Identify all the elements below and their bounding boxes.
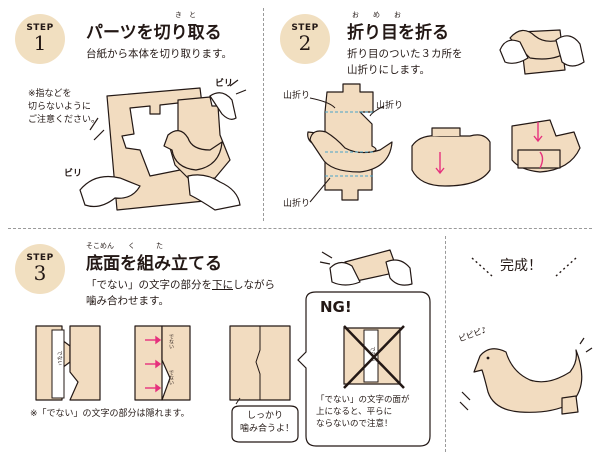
step1-note-line: ※指などを	[28, 89, 72, 99]
step1-ruby: き と	[175, 11, 196, 19]
step1-sfx-rip-top: ビリ	[215, 79, 234, 89]
complete-bird	[473, 348, 583, 413]
step3-ng-tab	[363, 329, 379, 383]
step1-left-hand	[79, 175, 141, 208]
step2-desc-line: 山折りにします。	[347, 64, 430, 76]
step1-note-line: ご注意ください。	[28, 115, 101, 125]
step3-bubble-tick	[235, 397, 241, 405]
step2-right-hand	[555, 35, 585, 67]
step1-note-line: 切らないように	[28, 102, 91, 112]
step3-panel2-tab-text: でない	[168, 370, 174, 385]
step2-pointer-line	[309, 177, 331, 203]
divider-vertical-top	[263, 8, 264, 221]
step3-panel1-tab-text: でない	[56, 350, 63, 365]
step3-ng-note: 「でない」の文字の面が 上になると、平らに ならないので注意！	[316, 394, 410, 430]
step2-fold-label-2: 山折り	[376, 101, 404, 111]
step2-ruby: お め お	[352, 11, 401, 19]
step2-desc-line: 折り目のついた３カ所を	[347, 48, 463, 60]
step3-title: 底面を組み立てる	[86, 254, 222, 274]
step2-badge-number: 2	[298, 31, 312, 55]
step3-panel1-right	[69, 325, 101, 401]
step2-pointer-line	[309, 97, 336, 109]
step3-ruby: そこめん く た	[86, 242, 163, 250]
step3-badge: STEP 3	[15, 244, 65, 294]
divider-horizontal	[8, 228, 592, 229]
step1-motion-lines	[229, 79, 239, 87]
step2-right-base	[517, 149, 561, 169]
step1-sfx-rip-bottom: ビリ	[64, 169, 83, 179]
step3-ng-note-line: 「でない」の文字の面が	[316, 395, 410, 405]
step3-desc-line-2: 噛み合わせます。	[86, 295, 169, 307]
step1-title: パーツを切り取る	[86, 23, 222, 43]
step2-fold-arrow	[539, 151, 544, 169]
complete-motion-lines	[461, 391, 471, 401]
step3-ng-note-line: ならないので注意！	[316, 419, 393, 429]
step3-speech-bubble	[231, 405, 299, 443]
step1-badge-label: STEP	[26, 23, 54, 33]
step2-badge-label: STEP	[291, 23, 319, 33]
step2-fold-label-3: 山折り	[283, 199, 311, 209]
step3-desc-under: 下に	[212, 279, 233, 291]
step3-ng-cross-icon	[343, 325, 405, 389]
step3-desc-post: しながら	[233, 279, 275, 291]
complete-text: 完成！	[500, 258, 542, 274]
step2-middle-tabs	[431, 127, 461, 136]
step2-left-hand	[499, 39, 529, 64]
step1-caution-note: ※指などを 切らないように ご注意ください。	[28, 88, 100, 127]
complete-sparkle-right	[555, 257, 577, 277]
step3-badge-label: STEP	[26, 253, 54, 263]
complete-base	[561, 395, 579, 415]
step1-bottom-hand	[187, 174, 241, 211]
step3-panel3-join	[255, 326, 261, 400]
step1-description: 台紙から本体を切り取ります。	[86, 48, 232, 60]
complete-bird-eye	[486, 356, 490, 360]
step3-ng-note-line: 上になると、平らに	[316, 407, 393, 417]
step3-ng-label: NG!	[320, 298, 352, 316]
step3-panel2-right	[161, 325, 191, 401]
step1-bird-shape	[163, 130, 223, 171]
step2-title: 折り目を折る	[347, 23, 449, 43]
step3-desc-pre: 「でない」の文字の部分を	[86, 279, 212, 291]
step2-badge: STEP 2	[280, 14, 330, 64]
step3-bubble-line: 噛み合うよ！	[240, 424, 295, 434]
step3-bubble-line: しっかり	[246, 411, 283, 421]
step2-pointer-line	[369, 105, 385, 117]
step3-bubble-text: しっかり 噛み合うよ！	[240, 410, 295, 436]
complete-sparkle-left	[471, 257, 493, 277]
step3-desc-line-1: 「でない」の文字の部分を下にしながら	[86, 277, 275, 293]
step2-fold-label-1: 山折り	[283, 91, 311, 101]
step3-panel2-tab-text: でない	[168, 334, 174, 349]
step3-panel3	[229, 325, 291, 401]
step3-motion-lines	[321, 251, 333, 259]
step1-right-hand	[209, 92, 237, 120]
step3-panel1-tab	[51, 329, 65, 399]
step3-hidden-note: ※「でない」の文字の部分は隠れます。	[30, 409, 190, 419]
step1-badge-number: 1	[33, 31, 47, 55]
step1-badge: STEP 1	[15, 14, 65, 64]
divider-vertical-bottom	[445, 236, 446, 452]
step3-right-hand	[385, 259, 413, 286]
step2-description: 折り目のついた３カ所を 山折りにします。	[347, 46, 463, 78]
step3-badge-number: 3	[33, 261, 47, 285]
step3-left-hand	[329, 261, 361, 286]
step3-description: 「でない」の文字の部分を下にしながら 噛み合わせます。	[86, 277, 275, 309]
